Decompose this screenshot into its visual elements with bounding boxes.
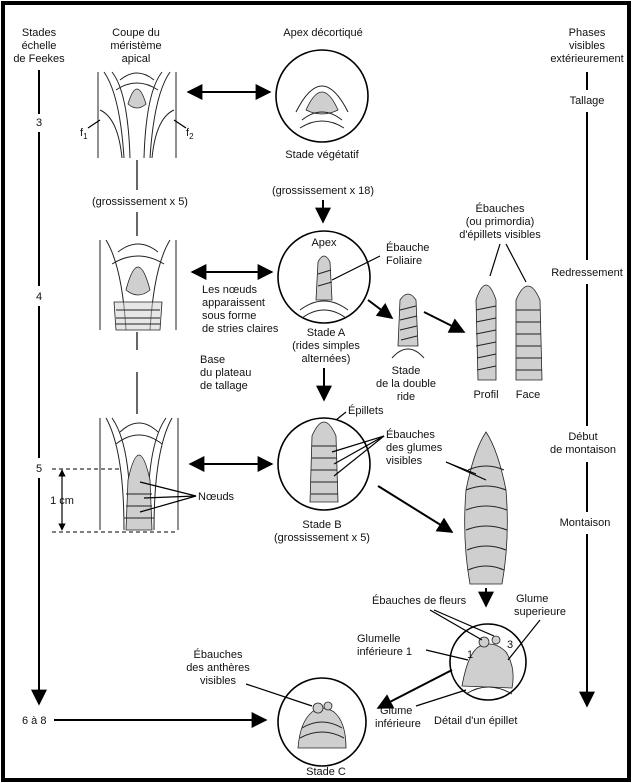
- anther-primordia-label-line2: des anthères: [186, 662, 250, 674]
- meristem-header-line2: méristème: [110, 40, 161, 52]
- apex-label: Apex: [311, 237, 337, 249]
- feekes-tick-6-8: 6 à 8: [22, 715, 46, 727]
- glume-primordia-label-line3: visibles: [386, 455, 423, 467]
- meristem-section-stage-a: [100, 240, 176, 330]
- phase-redressement: Redressement: [551, 267, 623, 279]
- flower-primordia-label: Ébauches de fleurs: [372, 594, 467, 607]
- face-label: Face: [516, 389, 540, 401]
- phases-header-line3: extérieurement: [550, 53, 623, 65]
- nodes-text-line2: apparaissent: [202, 297, 265, 309]
- stage-a-title: Stade A: [307, 327, 346, 339]
- stage-b: Épillets Ébauches des glumes visibles St…: [274, 404, 452, 544]
- stage-b-subtitle: (grossissement x 5): [274, 532, 370, 544]
- base-label-line2: du plateau: [200, 367, 251, 379]
- stage-a-subtitle-line1: (rides simples: [292, 340, 360, 352]
- lower-glume-label-line1: Glume: [380, 705, 412, 717]
- double-ridge-label-line3: ride: [397, 391, 415, 403]
- meristem-section-vegetative: [88, 72, 186, 158]
- leaf-primordium-label-line1: Ébauche: [386, 241, 429, 254]
- apex-vegetative: Apex décortiqué Stade végétatif (grossis…: [272, 27, 374, 222]
- developing-spike: [446, 432, 507, 606]
- anther-primordia-label-line3: visibles: [200, 675, 237, 687]
- upper-glume-label-line1: Glume: [516, 593, 548, 605]
- meristem-header-line3: apical: [122, 53, 151, 65]
- glume-primordia-label-line2: des glumes: [386, 442, 443, 454]
- profile-label: Profil: [473, 389, 498, 401]
- vegetative-stage-label: Stade végétatif: [285, 149, 359, 161]
- feekes-header-line3: de Feekes: [13, 53, 65, 65]
- apex-magnification: (grossissement x 18): [272, 185, 374, 197]
- nodes-text-line1: Les nœuds: [202, 284, 258, 296]
- spikelet-primordia-label-line3: d'épillets visibles: [459, 229, 541, 241]
- feekes-tick-5: 5: [36, 463, 42, 475]
- base-label-line1: Base: [200, 354, 225, 366]
- leaf-f1-label: f1: [80, 127, 88, 141]
- phase-debut: Début: [568, 431, 597, 443]
- feekes-tick-3: 3: [36, 117, 42, 129]
- phases-axis: Phases visibles extérieurement Tallage R…: [550, 27, 624, 706]
- upper-glume-label-line2: superieure: [514, 606, 566, 618]
- feekes-tick-4: 4: [36, 291, 42, 303]
- phase-montaison: Montaison: [560, 517, 611, 529]
- lower-glume-label-line2: inférieure: [375, 718, 421, 730]
- stage-c: Ébauches des anthères visibles Stade C: [186, 648, 366, 778]
- stage-b-title: Stade B: [302, 519, 341, 531]
- meristem-magnification: (grossissement x 5): [92, 196, 188, 208]
- meristem-header-line1: Coupe du: [112, 27, 160, 39]
- nodes-text-line4: de stries claires: [202, 323, 279, 335]
- phase-tallage: Tallage: [570, 95, 605, 107]
- nodes-text-line3: sous forme: [202, 310, 256, 322]
- base-label-line3: de tallage: [200, 380, 248, 392]
- scale-label: 1 cm: [50, 495, 74, 507]
- floret-3-label: 3: [507, 639, 513, 651]
- lower-lemma-label-line2: inférieure 1: [357, 646, 412, 658]
- feekes-header-line2: échelle: [22, 40, 57, 52]
- spikelet-primordia: Ébauches (ou primordia) d'épillets visib…: [459, 202, 542, 401]
- leaf-primordium-label-line2: Foliaire: [386, 255, 422, 267]
- floret-1-label: 1: [467, 649, 473, 661]
- apex-header: Apex décortiqué: [283, 27, 363, 39]
- meristem-section-stage-b: [100, 418, 178, 530]
- feekes-header-line1: Stades: [22, 27, 57, 39]
- double-ridge: Stade de la double ride: [376, 294, 464, 403]
- spikelet-detail: Ébauches de fleurs Glume superieure Glum…: [357, 593, 566, 730]
- meristem-column: Coupe du méristème apical f1 f2 (grossis…: [50, 27, 251, 532]
- lower-lemma-label-line1: Glumelle: [357, 633, 400, 645]
- stage-c-title: Stade C: [306, 766, 346, 778]
- leaf-f2-label: f2: [186, 127, 194, 141]
- double-ridge-label-line2: de la double: [376, 378, 436, 390]
- phases-header-line2: visibles: [569, 40, 606, 52]
- spikelet-primordia-label-line1: Ébauches: [476, 202, 525, 215]
- double-ridge-label-line1: Stade: [392, 365, 421, 377]
- spikelets-label: Épillets: [348, 404, 384, 417]
- nodes-label: Nœuds: [198, 491, 235, 503]
- phases-header-line1: Phases: [569, 27, 606, 39]
- stage-a-subtitle-line2: alternées): [302, 353, 351, 365]
- glume-primordia-label-line1: Ébauches: [386, 428, 435, 441]
- phase-de-montaison: de montaison: [550, 444, 616, 456]
- spikelet-detail-label: Détail d'un épillet: [434, 715, 517, 727]
- anther-primordia-label-line1: Ébauches: [194, 648, 243, 661]
- spikelet-primordia-label-line2: (ou primordia): [466, 216, 534, 228]
